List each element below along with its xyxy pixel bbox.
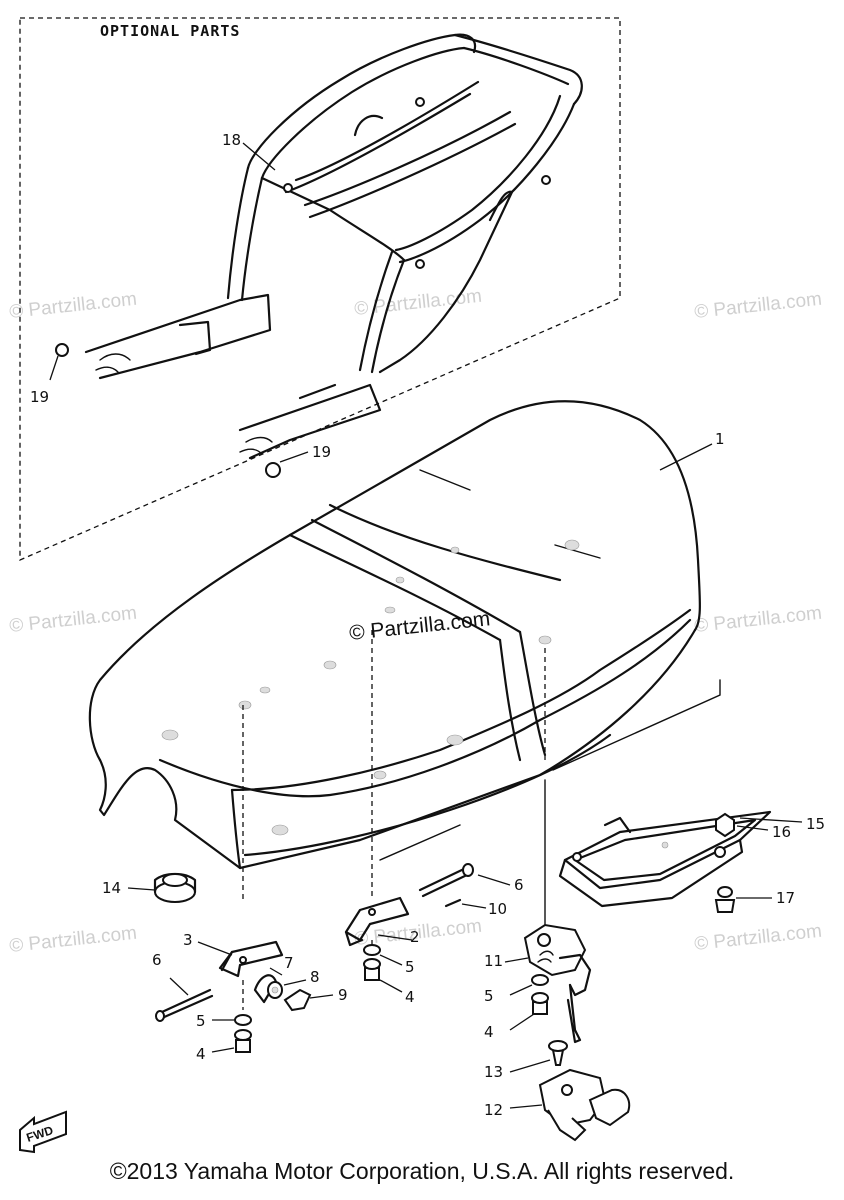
callout-17: 17 [776, 889, 795, 907]
callout-4-center: 4 [405, 988, 415, 1006]
callout-18: 18 [222, 131, 241, 149]
callout-numbers: 1 2 3 4 4 4 5 5 5 6 6 7 8 9 10 11 12 13 … [30, 131, 825, 1119]
callout-15: 15 [806, 815, 825, 833]
callout-2: 2 [410, 928, 420, 946]
callout-4-left: 4 [196, 1045, 206, 1063]
callout-4-right: 4 [484, 1023, 494, 1041]
callout-8: 8 [310, 968, 320, 986]
callout-5-left: 5 [196, 1012, 206, 1030]
hinge-bracket-2 [344, 896, 413, 947]
watermark-right-top: © Partzilla.com [693, 289, 823, 323]
optional-parts-boundary: OPTIONAL PARTS [19, 17, 621, 561]
luggage-carrier [84, 33, 583, 460]
callout-19-left: 19 [30, 388, 49, 406]
seat-lock-11 [504, 923, 592, 1044]
callout-9: 9 [338, 986, 348, 1004]
washer-5-right [509, 974, 549, 996]
callout-11: 11 [484, 952, 503, 970]
callout-10: 10 [488, 900, 507, 918]
callout-3: 3 [183, 931, 193, 949]
watermark-left-mid: © Partzilla.com [8, 603, 138, 637]
screw-13 [509, 1040, 568, 1073]
spring-pin-10 [444, 898, 487, 909]
hinge-pin-6-left [155, 977, 214, 1022]
damper-14 [127, 872, 197, 903]
fwd-arrow-icon: FWD [19, 1110, 67, 1154]
knob-9 [283, 988, 334, 1012]
seat [88, 400, 713, 870]
callout-6-right: 6 [514, 876, 524, 894]
callout-13: 13 [484, 1063, 503, 1081]
license-bracket [558, 810, 803, 908]
copyright-notice: ©2013 Yamaha Motor Corporation, U.S.A. A… [109, 1158, 735, 1184]
callout-16: 16 [772, 823, 791, 841]
callout-14: 14 [102, 879, 121, 897]
callout-5-center: 5 [405, 958, 415, 976]
callout-1: 1 [715, 430, 725, 448]
watermark-center-main: © Partzilla.com [348, 607, 491, 645]
watermark-left-low: © Partzilla.com [8, 923, 138, 957]
optional-parts-label: OPTIONAL PARTS [100, 22, 240, 40]
callout-5-right: 5 [484, 987, 494, 1005]
watermark-left-top: © Partzilla.com [8, 289, 138, 323]
nut-19-left [49, 343, 69, 381]
washer-8 [267, 979, 307, 999]
lock-body-12 [509, 1068, 631, 1142]
washer-5-left [212, 1014, 252, 1026]
bolt-4-left [211, 1029, 252, 1053]
bolt-17 [714, 886, 772, 913]
hinge-pin-6-right [418, 863, 511, 898]
watermark-right-low: © Partzilla.com [693, 921, 823, 955]
hinge-bracket-3 [197, 940, 284, 978]
bolt-4-right [509, 992, 549, 1031]
callout-6-left: 6 [152, 951, 162, 969]
washer-5-center [363, 944, 403, 966]
watermark-right-mid: © Partzilla.com [693, 603, 823, 637]
alignment-lines [242, 630, 721, 1010]
callout-7: 7 [284, 954, 294, 972]
callout-19-right: 19 [312, 443, 331, 461]
nut-19-right [265, 451, 309, 478]
bolt-4-center [363, 958, 403, 993]
callout-12: 12 [484, 1101, 503, 1119]
nut-16 [715, 812, 769, 838]
